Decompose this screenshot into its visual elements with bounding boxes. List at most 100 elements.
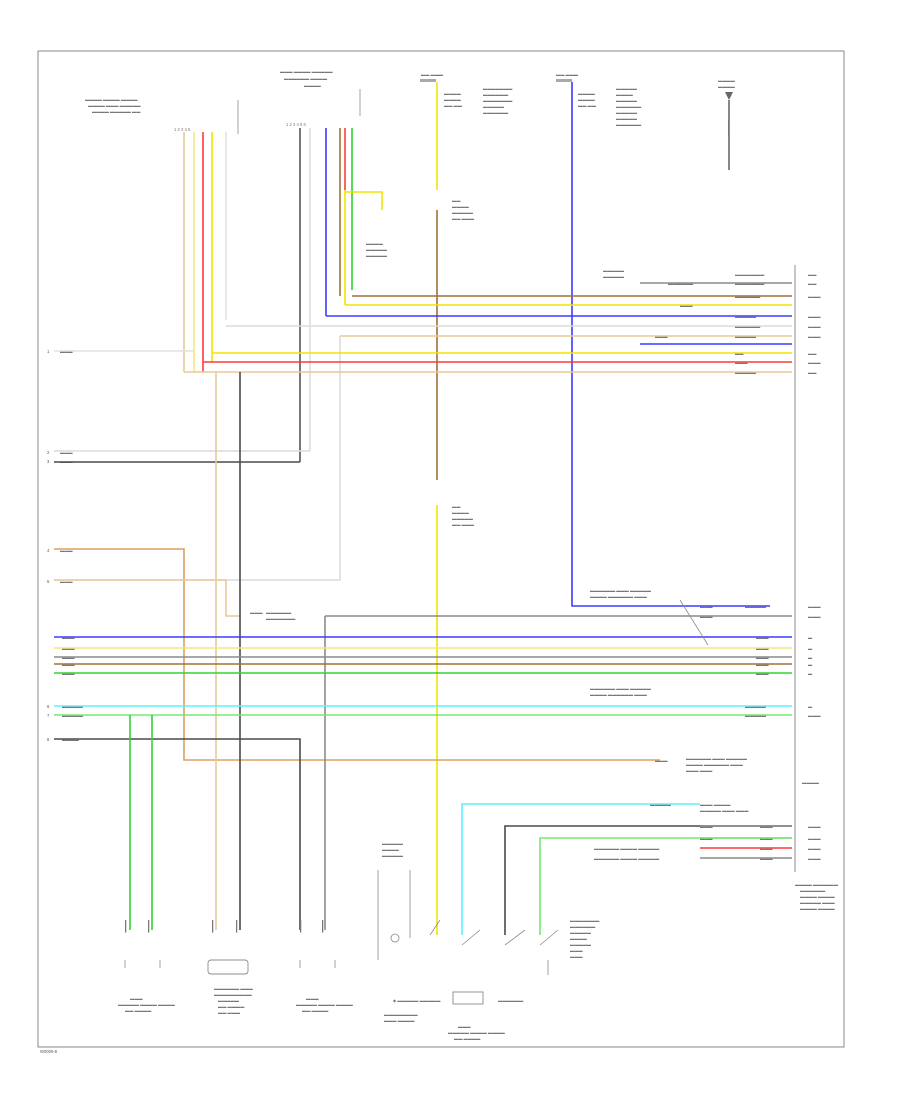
svg-text:▬▬▬▬▬▬: ▬▬▬▬▬▬ bbox=[800, 888, 826, 893]
svg-text:▬▬▬▬▬▬ ▬▬▬▬ ▬▬▬▬▬: ▬▬▬▬▬▬ ▬▬▬▬ ▬▬▬▬▬ bbox=[594, 856, 660, 861]
svg-text:▬▬▬▬▬: ▬▬▬▬▬ bbox=[616, 116, 638, 121]
svg-text:▬▬▬ ▬▬▬▬ ▬▬▬▬▬: ▬▬▬ ▬▬▬▬ ▬▬▬▬▬ bbox=[280, 69, 333, 74]
svg-text:▬▬ ▬▬▬: ▬▬ ▬▬▬ bbox=[556, 72, 579, 77]
svg-text:▬▬▬: ▬▬▬ bbox=[700, 614, 713, 619]
svg-text:▬▬▬▬▬: ▬▬▬▬▬ bbox=[382, 841, 404, 846]
top-center-connector: ▬▬▬ ▬▬▬▬ ▬▬▬▬▬ ▬▬▬▬▬▬ ▬▬▬▬ ▬▬▬▬ 1 2 3 4 … bbox=[280, 69, 361, 127]
svg-text:▬▬▬: ▬▬▬ bbox=[808, 836, 821, 841]
svg-text:▬▬▬▬▬: ▬▬▬▬▬ bbox=[452, 210, 474, 215]
svg-text:▬▬▬▬▬ ▬▬▬▬ ▬▬▬▬: ▬▬▬▬▬ ▬▬▬▬ ▬▬▬▬ bbox=[448, 1030, 506, 1035]
svg-text:▬▬▬▬▬: ▬▬▬▬▬ bbox=[745, 704, 767, 709]
lower-right-labels: ▬▬▬▬▬ ▬▬▬ ▬▬▬▬ ▬▬▬▬▬ ▬▬▬ ▬▬▬ ▬▬▬ ▬▬▬ ▬▬▬… bbox=[594, 802, 839, 911]
svg-text:▬▬▬▬▬: ▬▬▬▬▬ bbox=[603, 274, 625, 279]
svg-text:▬▬▬▬▬▬▬: ▬▬▬▬▬▬▬ bbox=[570, 918, 600, 923]
bottom-left-door-3: ▬▬▬ ▬▬▬ ▬▬▬ ▬▬▬▬▬ ▬▬▬▬ ▬▬▬▬ ▬▬ ▬▬▬▬ bbox=[296, 920, 354, 1013]
svg-text:▬▬▬: ▬▬▬ bbox=[250, 610, 263, 615]
svg-text:▬▬▬: ▬▬▬ bbox=[760, 836, 773, 841]
svg-text:▬▬: ▬▬ bbox=[808, 281, 817, 286]
fuse-2-wire bbox=[571, 82, 770, 607]
svg-text:▬▬▬▬ ▬▬▬▬▬▬ ▬▬▬: ▬▬▬▬ ▬▬▬▬▬▬ ▬▬▬ bbox=[686, 762, 744, 767]
svg-text:▬▬▬: ▬▬▬ bbox=[756, 646, 769, 651]
svg-text:▬: ▬ bbox=[808, 646, 813, 651]
svg-text:▬▬▬: ▬▬▬ bbox=[62, 655, 75, 660]
svg-text:▬▬▬: ▬▬▬ bbox=[756, 655, 769, 660]
svg-text:▬▬▬: ▬▬▬ bbox=[570, 954, 583, 959]
svg-text:▬: ▬ bbox=[808, 671, 813, 676]
svg-text:▬▬▬▬▬: ▬▬▬▬▬ bbox=[483, 104, 505, 109]
svg-text:▬▬▬▬▬▬▬: ▬▬▬▬▬▬▬ bbox=[735, 272, 765, 277]
svg-text:▬▬▬▬ ▬▬▬▬▬▬ ▬▬▬: ▬▬▬▬ ▬▬▬▬▬▬ ▬▬▬ bbox=[590, 692, 648, 697]
svg-text:▬: ▬ bbox=[808, 655, 813, 660]
svg-text:▬▬: ▬▬ bbox=[452, 504, 461, 509]
svg-text:▬▬▬: ▬▬▬ bbox=[808, 360, 821, 365]
svg-text:▬▬▬▬▬▬▬: ▬▬▬▬▬▬▬ bbox=[483, 86, 513, 91]
svg-text:▬▬▬▬▬▬▬: ▬▬▬▬▬▬▬ bbox=[735, 281, 765, 286]
svg-text:▬▬▬▬: ▬▬▬▬ bbox=[718, 78, 736, 83]
svg-text:▬▬▬: ▬▬▬ bbox=[760, 846, 773, 851]
svg-text:▬▬ ▬▬▬▬: ▬▬ ▬▬▬▬ bbox=[218, 1004, 245, 1009]
svg-text:▬▬▬▬▬: ▬▬▬▬▬ bbox=[62, 704, 84, 709]
svg-text:▬▬▬: ▬▬▬ bbox=[808, 713, 821, 718]
svg-text:▬▬▬: ▬▬▬ bbox=[808, 324, 821, 329]
svg-text:▬▬▬▬ ▬▬▬▬ ▬▬▬▬: ▬▬▬▬ ▬▬▬▬ ▬▬▬▬ bbox=[85, 97, 138, 102]
svg-text:▬▬ ▬▬▬▬: ▬▬ ▬▬▬▬ bbox=[454, 1036, 481, 1041]
svg-text:▬▬▬: ▬▬▬ bbox=[60, 579, 73, 584]
svg-text:▬▬▬▬▬▬▬: ▬▬▬▬▬▬▬ bbox=[483, 98, 513, 103]
svg-text:▬: ▬ bbox=[808, 662, 813, 667]
svg-text:▬▬▬: ▬▬▬ bbox=[808, 334, 821, 339]
svg-text:▬▬▬▬▬: ▬▬▬▬▬ bbox=[735, 334, 757, 339]
svg-text:▬▬: ▬▬ bbox=[452, 198, 461, 203]
svg-text:▬▬▬▬: ▬▬▬▬ bbox=[578, 97, 596, 102]
svg-text:▬▬▬▬▬: ▬▬▬▬▬ bbox=[616, 86, 638, 91]
svg-text:▬▬▬: ▬▬▬ bbox=[756, 635, 769, 640]
svg-text:▬▬: ▬▬ bbox=[808, 272, 817, 277]
fuse-2: ▬▬ ▬▬▬ ▬▬▬▬ ▬▬▬▬ ▬▬ ▬▬ ▬▬▬▬▬ ▬▬▬▬ ▬▬▬▬▬ … bbox=[556, 72, 642, 127]
footer-code: W0000-8 bbox=[40, 1049, 58, 1054]
svg-text:▬▬▬: ▬▬▬ bbox=[700, 836, 713, 841]
svg-text:▬▬▬▬▬▬ ▬▬▬▬ ▬▬▬▬▬: ▬▬▬▬▬▬ ▬▬▬▬ ▬▬▬▬▬ bbox=[594, 846, 660, 851]
right-ecu-bar: ▬▬▬▬ bbox=[794, 265, 820, 872]
top-center-wires: ▬▬▬▬ ▬▬▬▬▬ ▬▬▬▬▬ bbox=[299, 128, 388, 462]
svg-text:▬▬: ▬▬ bbox=[808, 351, 817, 356]
svg-text:▬▬▬: ▬▬▬ bbox=[808, 314, 821, 319]
svg-text:1 2 3 4 5: 1 2 3 4 5 bbox=[174, 127, 191, 132]
svg-text:▬▬▬▬▬: ▬▬▬▬▬ bbox=[603, 268, 625, 273]
top-left-wires bbox=[183, 132, 227, 372]
upper-bus-labels: ▬▬▬▬▬ ▬▬▬▬▬ ▬▬▬▬▬▬ ▬▬▬▬▬▬▬ ▬▬▬▬▬▬▬ ▬▬▬▬▬… bbox=[603, 268, 821, 375]
lower-right-wires bbox=[461, 803, 792, 935]
svg-text:▬▬▬: ▬▬▬ bbox=[655, 758, 668, 763]
svg-text:▬▬▬▬: ▬▬▬▬ bbox=[366, 241, 384, 246]
svg-text:▬▬▬▬: ▬▬▬▬ bbox=[452, 510, 470, 515]
svg-text:▬▬▬▬▬▬: ▬▬▬▬▬▬ bbox=[483, 92, 509, 97]
svg-text:▬▬: ▬▬ bbox=[808, 370, 817, 375]
svg-text:▬▬▬: ▬▬▬ bbox=[808, 824, 821, 829]
svg-text:▬▬▬: ▬▬▬ bbox=[700, 824, 713, 829]
svg-text:▬▬▬▬▬▬: ▬▬▬▬▬▬ bbox=[498, 998, 524, 1003]
svg-text:▬▬▬ ▬▬▬▬: ▬▬▬ ▬▬▬▬ bbox=[384, 1018, 415, 1023]
svg-text:▬▬ ▬▬▬▬: ▬▬ ▬▬▬▬ bbox=[302, 1008, 329, 1013]
svg-text:▬▬▬: ▬▬▬ bbox=[299, 920, 304, 933]
ground-icon: ▬▬▬▬ ▬▬▬▬ ▬▬▬▬ bbox=[718, 78, 736, 170]
svg-text:▬▬: ▬▬ bbox=[735, 351, 744, 356]
svg-text:▬▬▬▬▬ ▬▬▬▬ ▬▬▬▬: ▬▬▬▬▬ ▬▬▬▬ ▬▬▬▬ bbox=[296, 1002, 354, 1007]
svg-text:▬▬▬▬: ▬▬▬▬ bbox=[570, 936, 588, 941]
svg-text:▬▬▬▬ ▬▬▬▬▬ ▬▬: ▬▬▬▬ ▬▬▬▬▬ ▬▬ bbox=[92, 109, 141, 114]
svg-text:▬▬▬: ▬▬▬ bbox=[306, 996, 319, 1001]
svg-text:▬▬▬▬▬▬ ▬▬▬ ▬▬▬▬▬: ▬▬▬▬▬▬ ▬▬▬ ▬▬▬▬▬ bbox=[590, 686, 652, 691]
svg-text:▬▬▬▬: ▬▬▬▬ bbox=[382, 847, 400, 852]
svg-text:▬▬▬▬▬: ▬▬▬▬▬ bbox=[366, 247, 388, 252]
svg-text:▬▬▬ ▬▬▬▬: ▬▬▬ ▬▬▬▬ bbox=[700, 802, 731, 807]
svg-text:▬▬▬: ▬▬▬ bbox=[570, 948, 583, 953]
svg-text:▬▬▬: ▬▬▬ bbox=[211, 920, 216, 933]
svg-text:4: 4 bbox=[47, 548, 50, 553]
svg-text:▬▬▬▬▬: ▬▬▬▬▬ bbox=[62, 713, 84, 718]
fuse-1: ▬▬ ▬▬▬ ▬▬▬▬ ▬▬▬▬ ▬▬ ▬▬ ▬▬▬▬▬▬▬ ▬▬▬▬▬▬ ▬▬… bbox=[420, 72, 513, 115]
svg-text:▬▬▬▬▬▬▬: ▬▬▬▬▬▬▬ bbox=[266, 616, 296, 621]
svg-text:2: 2 bbox=[47, 450, 50, 455]
svg-text:▬▬▬: ▬▬▬ bbox=[760, 824, 773, 829]
svg-text:▬▬▬▬▬▬ ▬▬▬▬: ▬▬▬▬▬▬ ▬▬▬▬ bbox=[284, 76, 328, 81]
svg-text:▬▬ ▬▬▬: ▬▬ ▬▬▬ bbox=[421, 72, 444, 77]
svg-text:▬▬▬: ▬▬▬ bbox=[808, 604, 821, 609]
svg-text:▬▬▬▬▬▬▬▬: ▬▬▬▬▬▬▬▬ bbox=[384, 1012, 418, 1017]
svg-text:▬▬▬▬: ▬▬▬▬ bbox=[802, 780, 820, 785]
